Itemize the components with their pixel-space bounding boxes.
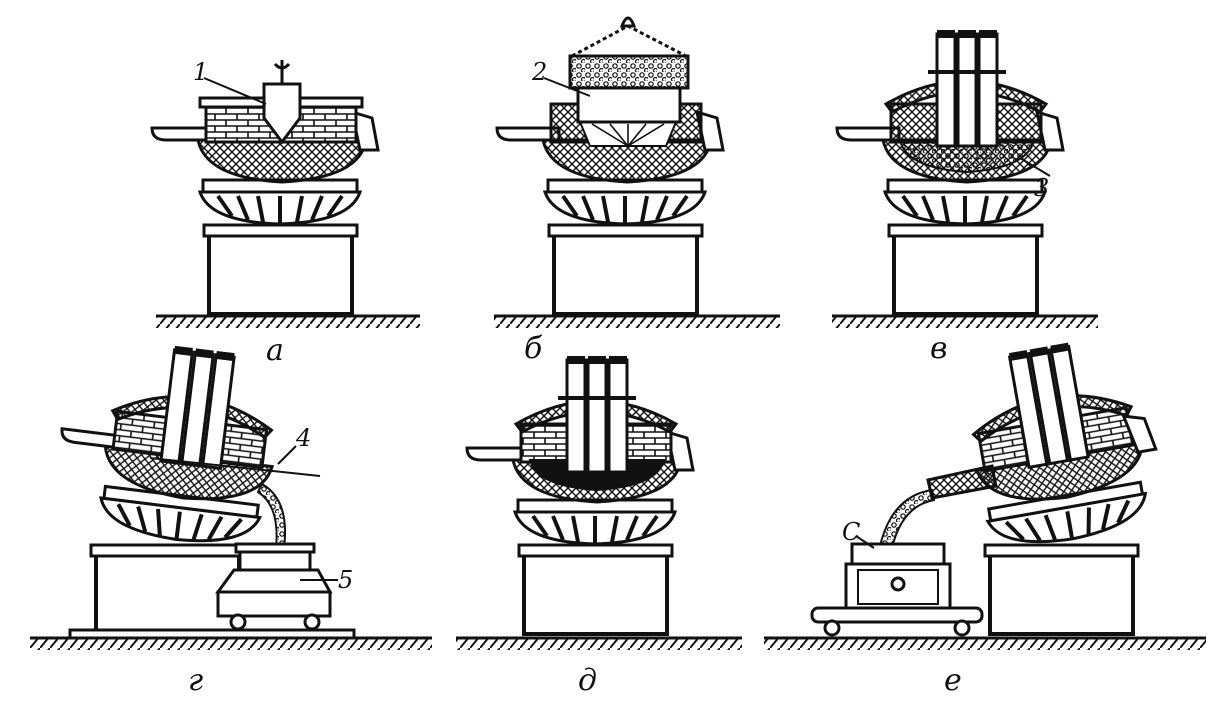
basket-hook — [619, 16, 637, 28]
foundation-block — [522, 552, 669, 636]
metal-stream — [878, 488, 936, 550]
caption-d: д — [578, 663, 597, 698]
ladle-rim — [234, 542, 316, 554]
label-3: 3 — [1034, 174, 1049, 202]
foundation-cap — [89, 543, 246, 558]
panel-b: 2 — [495, 16, 725, 316]
mold-car — [810, 606, 984, 624]
tilted-furnace — [60, 345, 274, 543]
car-wheel — [823, 619, 841, 637]
label-5: 5 — [338, 566, 353, 594]
foundation-block — [552, 232, 699, 316]
panel-d — [465, 356, 695, 636]
cradle-ribs — [561, 194, 689, 224]
foundation-cap — [983, 543, 1140, 558]
hearth-lining — [541, 138, 713, 184]
panel-a: 1 — [150, 58, 380, 316]
caption-b: б — [524, 331, 543, 366]
leader-1 — [203, 77, 267, 105]
foundation-block — [988, 552, 1135, 636]
leader-2 — [543, 77, 591, 97]
car-wheel — [953, 619, 971, 637]
caption-v: в — [930, 331, 947, 366]
panel-g: 4 5 — [60, 345, 356, 640]
tilted-furnace — [971, 342, 1158, 544]
car-wheel — [303, 613, 321, 631]
electrodes — [558, 356, 636, 474]
cradle-ribs — [531, 514, 659, 544]
foundation-block — [892, 232, 1039, 316]
leader-4 — [277, 445, 297, 465]
cradle-ribs — [901, 194, 1029, 224]
label-1: 1 — [193, 58, 208, 86]
foundation-cap — [887, 223, 1044, 238]
charge-rays — [591, 123, 665, 147]
caption-g: г — [188, 663, 203, 698]
leader-c — [855, 535, 875, 549]
ladle-car — [216, 590, 332, 618]
label-4: 4 — [295, 424, 311, 452]
basket-chains — [571, 24, 687, 58]
basket-rim — [568, 54, 690, 90]
panel-e: С — [810, 342, 1158, 637]
metal-stream — [256, 482, 286, 549]
crane-hook — [273, 60, 291, 84]
pouring-spout — [926, 464, 998, 500]
mold-eye — [890, 576, 906, 592]
ladle-car-body — [215, 568, 333, 594]
panel-v: 3 — [835, 30, 1065, 316]
charging-basket — [576, 86, 682, 124]
foundation-cap — [547, 223, 704, 238]
tilt-line — [149, 457, 321, 477]
melt-pool — [528, 459, 666, 492]
ground-lines — [30, 314, 1206, 650]
hearth-lining — [196, 138, 368, 184]
caption-a: а — [266, 333, 284, 368]
label-c: С — [842, 518, 860, 546]
melt-pool — [898, 139, 1036, 174]
leader-3 — [1019, 157, 1051, 177]
caption-e: е — [944, 663, 962, 698]
foundation-block — [207, 232, 354, 316]
label-2: 2 — [531, 58, 547, 86]
foundation-cap — [202, 223, 359, 238]
foundation-cap — [517, 543, 674, 558]
charge-bucket — [262, 82, 302, 145]
mold-top — [850, 542, 946, 566]
car-wheel — [229, 613, 247, 631]
cradle-ribs — [216, 194, 344, 224]
electrodes — [928, 30, 1006, 148]
